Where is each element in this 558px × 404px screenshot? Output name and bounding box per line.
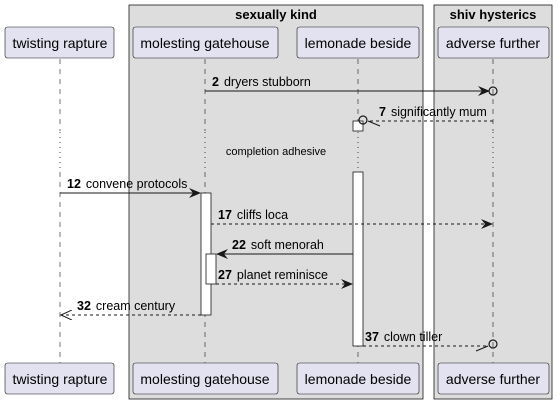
activation-bar	[352, 120, 364, 132]
participant-label: molesting gatehouse	[140, 35, 269, 51]
message-number: 22	[232, 238, 246, 252]
participant-bottom-twisting-rapture: twisting rapture	[4, 362, 115, 395]
message-7: 7 significantly mum	[358, 105, 493, 127]
participant-top-molesting-gatehouse: molesting gatehouse	[132, 26, 279, 59]
message-text: significantly mum	[391, 105, 487, 119]
participant-label: lemonade beside	[305, 371, 412, 387]
message-number: 37	[365, 330, 379, 344]
message-number: 17	[218, 208, 232, 222]
participant-label: lemonade beside	[305, 35, 412, 51]
box-title: shiv hysterics	[450, 7, 537, 22]
activation-bar	[352, 171, 364, 347]
participant-bottom-molesting-gatehouse: molesting gatehouse	[132, 362, 279, 395]
message-text: cream century	[96, 299, 176, 313]
message-32: 32 cream century	[61, 299, 201, 315]
message-27: 27 planet reminisce	[216, 268, 353, 289]
message-number: 27	[218, 268, 232, 282]
participant-bottom-lemonade-beside: lemonade beside	[296, 362, 420, 395]
message-number: 2	[212, 75, 219, 89]
participant-label: adverse further	[446, 371, 540, 387]
message-text: cliffs loca	[237, 208, 288, 222]
participant-label: molesting gatehouse	[140, 371, 269, 387]
message-number: 12	[67, 177, 81, 191]
participant-label: twisting rapture	[13, 35, 108, 51]
message-number: 32	[77, 299, 91, 313]
message-text: planet reminisce	[237, 268, 328, 282]
message-22: 22 soft menorah	[216, 238, 353, 259]
message-label: 32 cream century	[77, 299, 176, 313]
participant-label: adverse further	[446, 35, 540, 51]
participant-top-twisting-rapture: twisting rapture	[4, 26, 115, 59]
participant-label: twisting rapture	[13, 371, 108, 387]
message-number: 7	[379, 105, 386, 119]
message-label: 22 soft menorah	[232, 238, 324, 252]
box-sexually-kind: sexually kind	[128, 4, 424, 400]
participant-top-adverse-further: adverse further	[437, 26, 550, 59]
message-12: 12 convene protocols	[60, 177, 201, 198]
message-label: 37 clown tiller	[365, 330, 442, 344]
message-label: 2 dryers stubborn	[212, 75, 311, 89]
message-2: 2 dryers stubborn	[205, 75, 498, 96]
message-text: soft menorah	[251, 238, 324, 252]
participant-bottom-adverse-further: adverse further	[437, 362, 550, 395]
divider-label: completion adhesive	[226, 146, 326, 158]
message-text: convene protocols	[86, 177, 187, 191]
message-label: 12 convene protocols	[67, 177, 187, 191]
message-label: 27 planet reminisce	[218, 268, 328, 282]
message-17: 17 cliffs loca	[211, 208, 493, 229]
activation-bar	[205, 253, 217, 285]
message-text: clown tiller	[384, 330, 442, 344]
message-text: dryers stubborn	[224, 75, 311, 89]
message-label: 7 significantly mum	[379, 105, 487, 119]
message-37: 37 clown tiller	[363, 330, 498, 352]
participant-top-lemonade-beside: lemonade beside	[296, 26, 420, 59]
message-label: 17 cliffs loca	[218, 208, 288, 222]
box-title: sexually kind	[235, 7, 317, 22]
